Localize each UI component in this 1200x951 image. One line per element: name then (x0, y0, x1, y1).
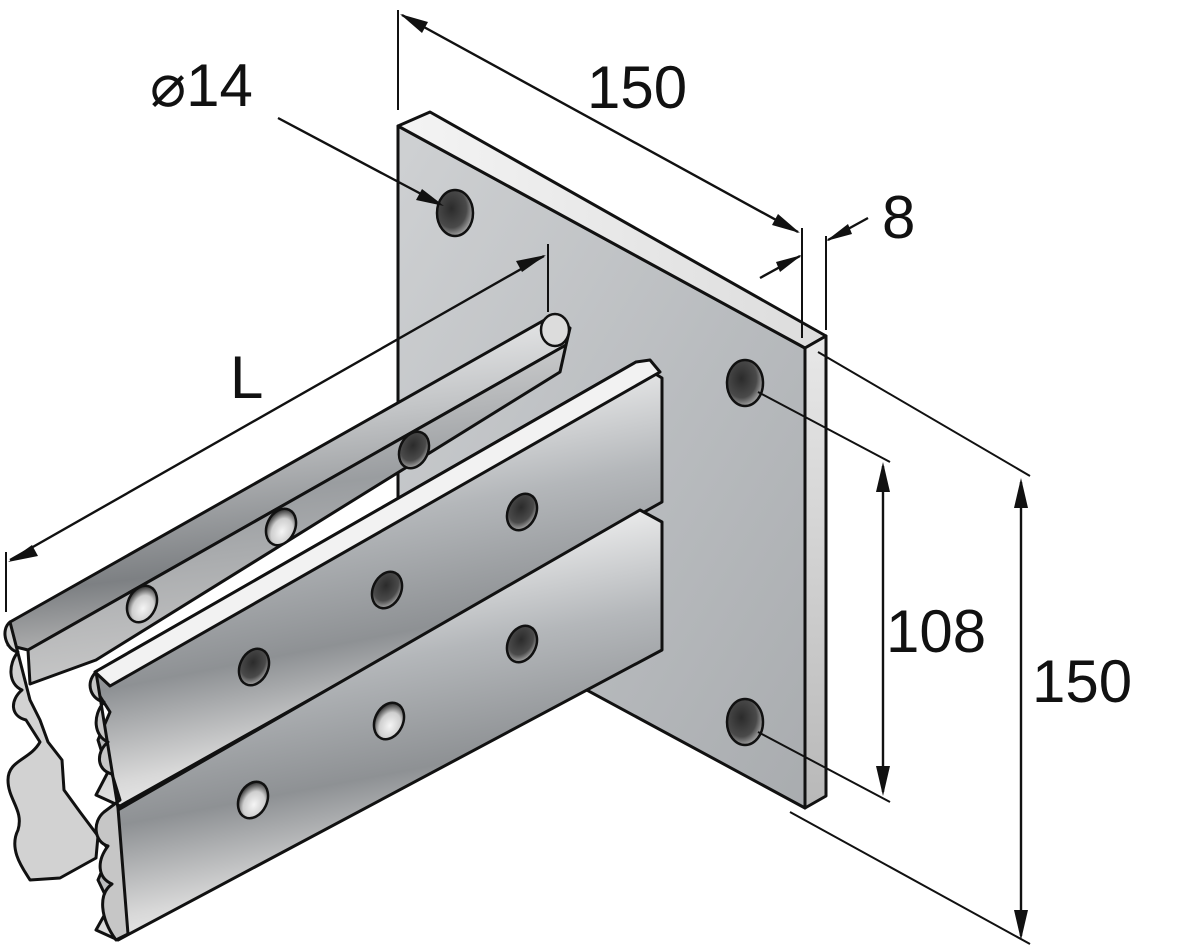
dim-plate-height-ext-bottom (789, 811, 1031, 945)
dim-plate-width-arrow-left (400, 14, 428, 33)
rail-top-hole-3 (125, 584, 159, 624)
rail-lower-hole-1 (505, 624, 539, 664)
plate-hole-top-left (435, 188, 475, 238)
rail-lower-hole-3 (236, 780, 270, 820)
rail-top (6, 312, 572, 686)
rail-top-web (26, 343, 568, 686)
dim-plate-height: 150 (789, 351, 1132, 945)
dim-hole-spacing-label: 108 (886, 598, 986, 665)
dim-plate-width: 150 (397, 10, 803, 338)
dim-plate-height-arrow-bottom (1014, 910, 1028, 940)
dim-length-label: L (230, 344, 263, 411)
dim-hole-diameter-label: ⌀14 (150, 52, 253, 119)
dim-plate-height-arrow-top (1014, 478, 1028, 508)
dim-hole-diameter-leader (277, 116, 441, 206)
dim-hole-spacing-arrow-top (876, 462, 890, 492)
dim-plate-height-ext-top (817, 351, 1031, 477)
dim-plate-height-label: 150 (1032, 648, 1132, 715)
dim-hole-diameter: ⌀14 (150, 52, 444, 206)
rail-end-profile-back (3, 620, 100, 882)
dim-plate-thickness-arrow-right (826, 224, 852, 241)
dim-hole-spacing-ext-top (757, 391, 891, 463)
rail-upper-hole-1 (505, 492, 539, 532)
dim-plate-thickness-arrow-left (776, 255, 802, 272)
rail-lower-hole-2 (372, 701, 406, 741)
plate-hole-top-right (725, 358, 765, 408)
dim-plate-width-line (401, 13, 799, 234)
rail-upper-lip (93, 358, 662, 688)
rail-top-tube-end (539, 312, 571, 348)
base-plate-side-edge (803, 334, 828, 810)
dim-hole-spacing-ext-bottom (757, 731, 891, 803)
rail-top-hole-2 (264, 507, 298, 547)
dim-length-arrow-right (516, 255, 546, 272)
dim-length-arrow-left (8, 545, 38, 562)
dim-hole-diameter-arrow (416, 189, 444, 206)
rail-top-hole-1 (397, 430, 431, 470)
rail-end-profiles (3, 620, 130, 942)
rail-end-profile-front (88, 670, 130, 942)
plate-hole-bottom-right (725, 697, 765, 747)
rail-upper (93, 358, 664, 808)
dim-plate-thickness-label: 8 (882, 184, 915, 251)
dim-hole-spacing: 108 (757, 391, 986, 803)
dim-hole-spacing-arrow-bottom (876, 766, 890, 796)
rail-upper-hole-2 (370, 570, 404, 610)
dim-plate-width-arrow-right (772, 214, 800, 233)
dim-plate-width-label: 150 (587, 54, 687, 121)
rail-upper-hole-3 (237, 647, 271, 687)
dim-length: L (5, 244, 549, 612)
dim-length-line (9, 254, 545, 562)
dim-plate-thickness: 8 (759, 184, 915, 330)
